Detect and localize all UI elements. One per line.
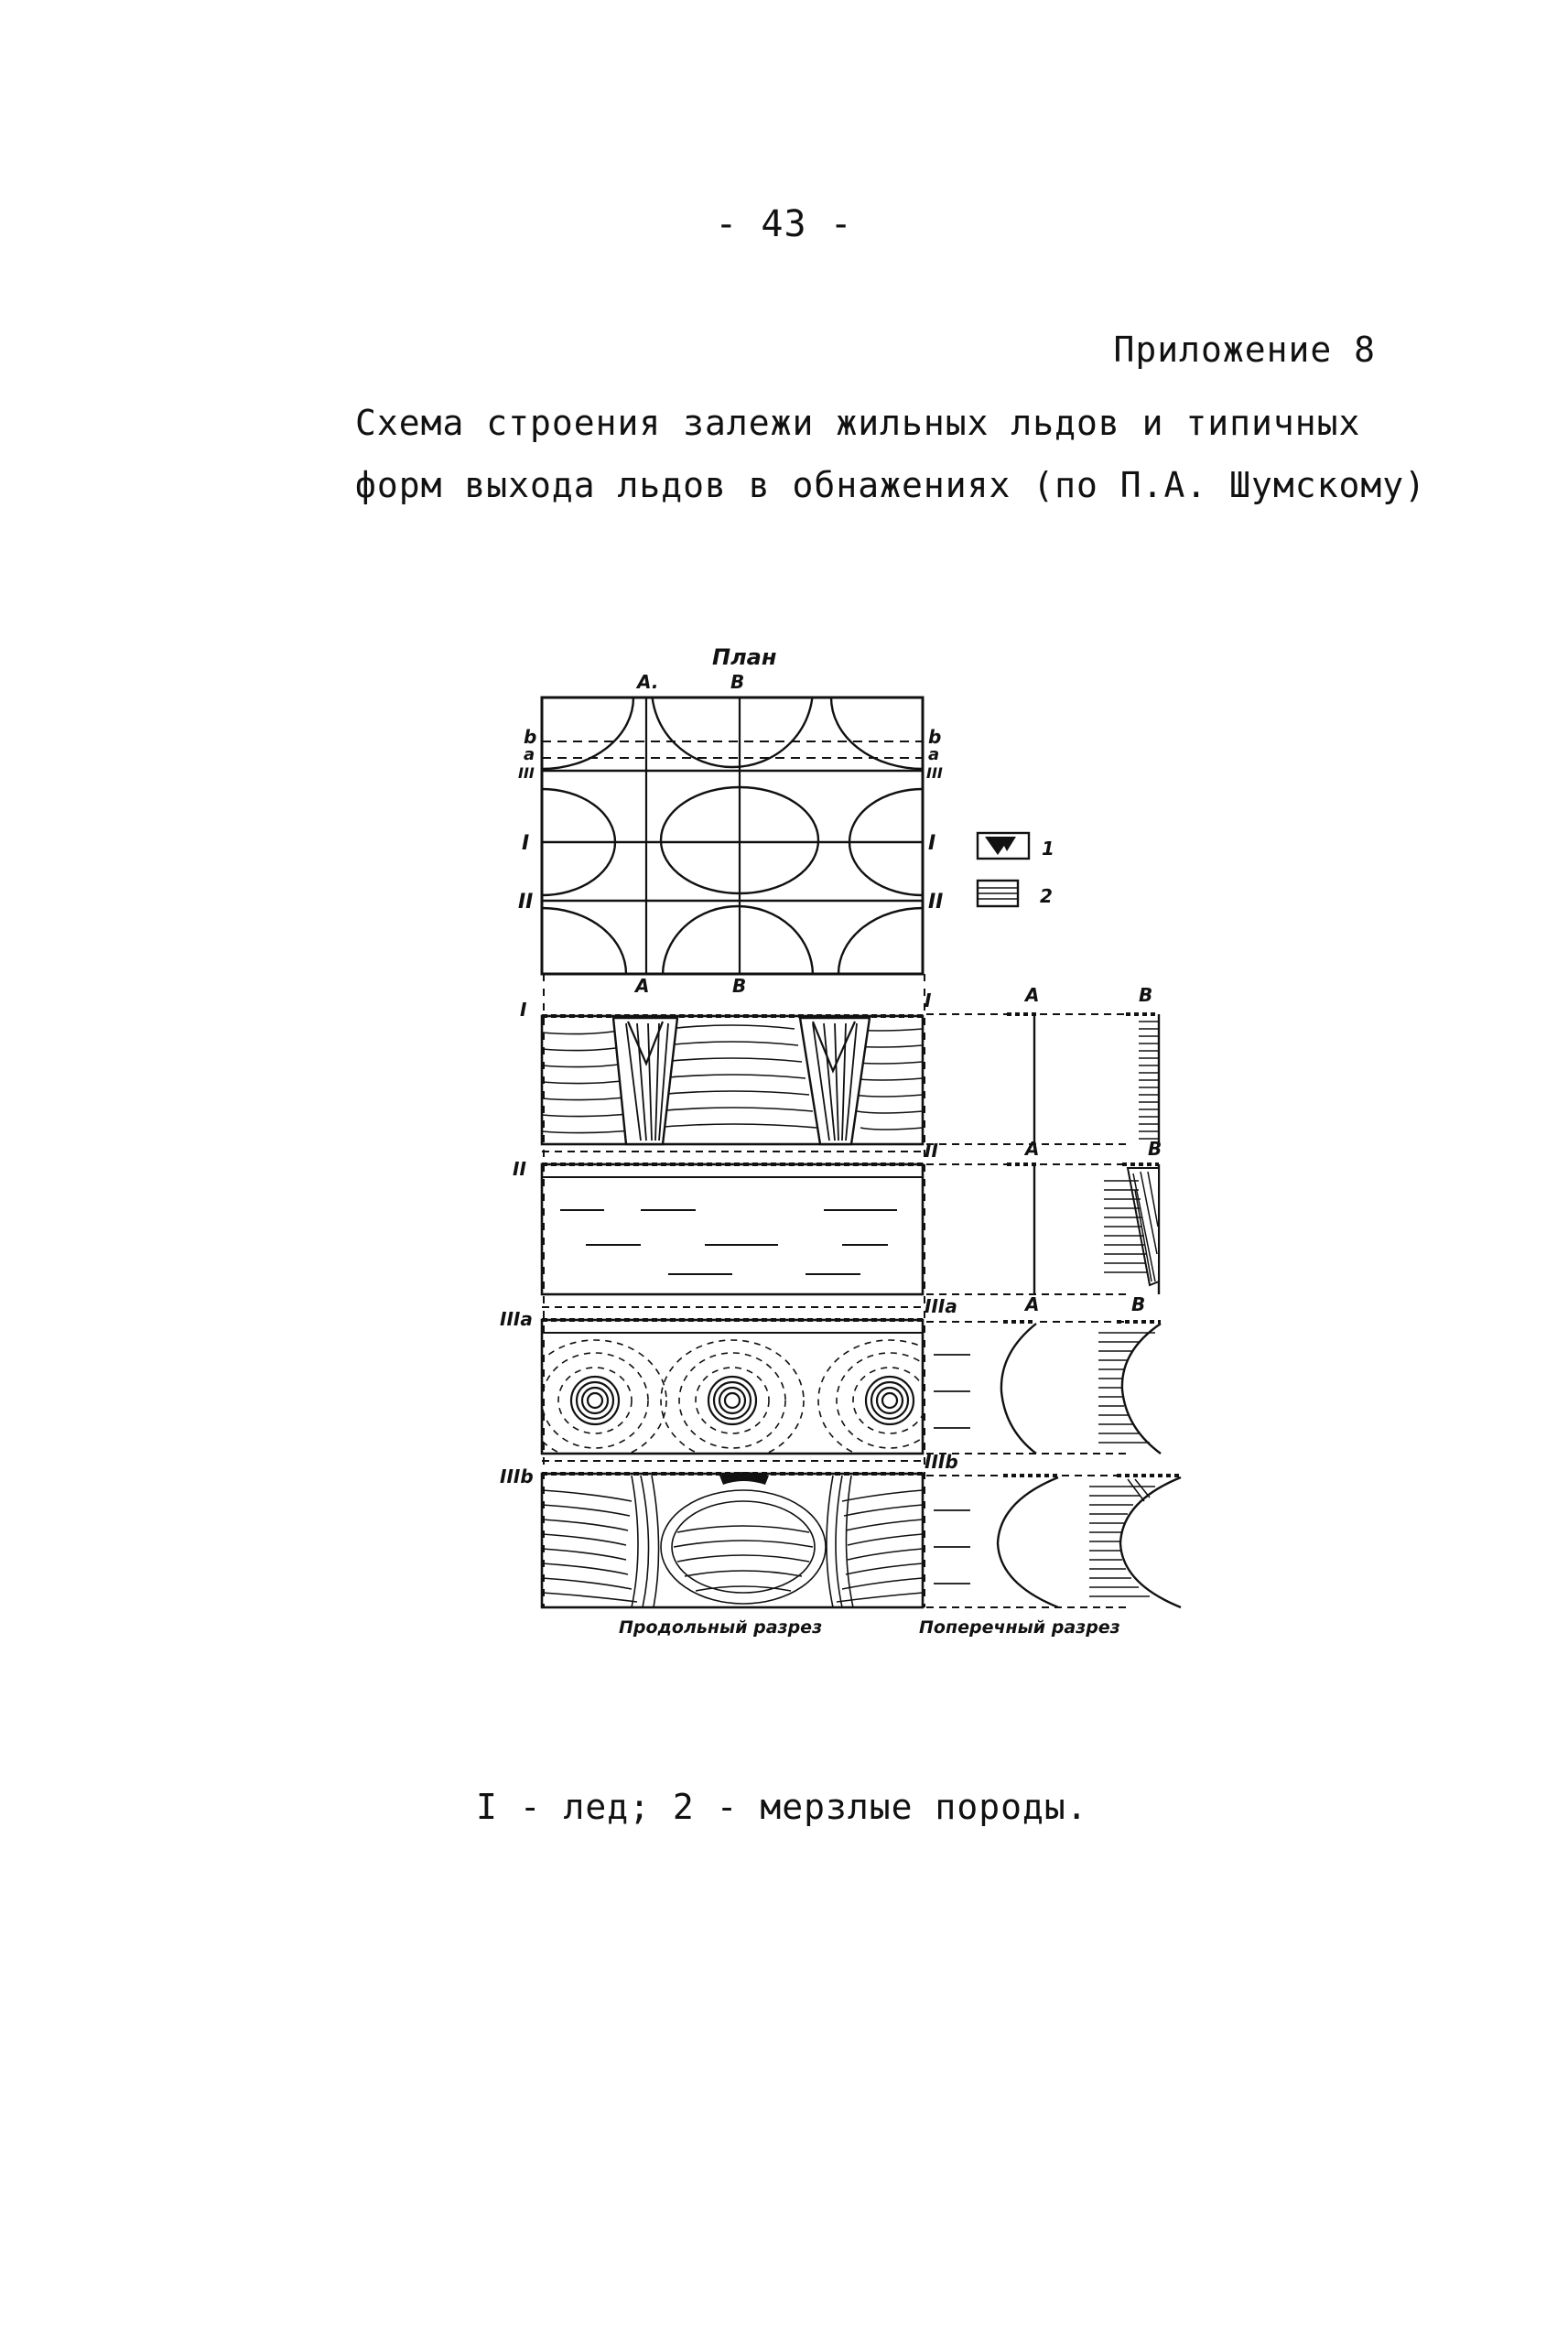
label-b-t3: B [1131,1293,1145,1315]
plan-label: План [712,644,776,670]
section-iiia-transverse [926,1320,1162,1454]
row-iii-left: III [518,764,535,782]
label-a-mid: A [633,975,649,997]
page-number: - 43 - [715,203,853,245]
label-a-t3: A [1023,1293,1039,1315]
label-b-top: B [730,671,744,693]
row-ii-section: II [513,1158,526,1180]
row-iiib-transverse: IIIb [925,1451,958,1473]
label-b-t2: B [1148,1138,1162,1160]
row-iiia-transverse: IIIa [925,1295,957,1317]
label-a-t2: A [1023,1138,1039,1160]
row-i-section: I [520,999,527,1021]
section-i-transverse [926,1012,1161,1145]
label-b-t1: B [1139,984,1152,1006]
longitudinal-section-label: Продольный разрез [619,1617,822,1638]
section-iiia-longitudinal [540,1318,925,1455]
row-iii-right: III [926,764,943,782]
section-iiib-transverse [926,1474,1182,1609]
row-ii-transverse: II [925,1140,938,1162]
transverse-section-label: Поперечный разрез [919,1617,1120,1638]
row-iiib-section: IIIb [500,1465,534,1487]
plan-view [540,696,925,976]
section-i-longitudinal [540,1014,925,1146]
label-a-t1: A [1023,984,1039,1006]
title-line: Схема строения залежи жильных льдов и ти… [355,403,1361,443]
label-b-mid: B [732,975,746,997]
legend-caption: I - лед; 2 - мерзлые породы. [476,1787,1088,1827]
legend-1-label: 1 [1042,838,1054,860]
mark-a-left: a [524,745,535,764]
mark-a-right: a [928,745,939,764]
row-i-right: I [928,832,935,855]
section-ii-longitudinal [540,1162,925,1296]
mark-b-left: b [524,726,536,748]
legend: 1 2 [976,831,1054,908]
section-ii-transverse [926,1162,1161,1295]
row-i-transverse: I [925,989,932,1011]
row-i-left: I [522,832,529,855]
row-ii-right: II [928,891,943,914]
mark-b-right: b [928,726,941,748]
title-line: форм выхода льдов в обнажениях (по П.А. … [355,465,1427,505]
section-iiib-longitudinal [540,1472,925,1609]
legend-2-label: 2 [1040,885,1053,907]
row-iiia-section: IIIa [500,1308,533,1330]
row-ii-left: II [518,891,533,914]
appendix-label: Приложение 8 [1113,330,1376,370]
label-a-top: A. [635,671,658,693]
